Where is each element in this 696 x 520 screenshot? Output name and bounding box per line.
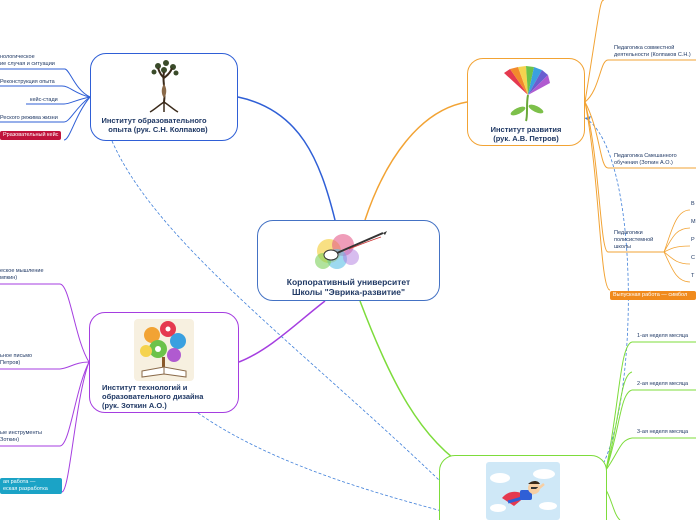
tl-leaf-4[interactable]: кейс-стади [30, 97, 58, 103]
bl-leaf-3b[interactable]: Зоткин) [0, 437, 20, 443]
bl-tag-line2: еская разработка [3, 486, 48, 493]
bl-tag-graduation[interactable]: ая работа — еская разработка [0, 478, 62, 495]
institute-technology-node[interactable]: Институт технологий и образовательного д… [89, 312, 239, 413]
central-topic[interactable]: Корпоративный университет Школы "Эврика-… [257, 220, 440, 301]
br-leaf-week3[interactable]: 3-ая неделя месяца [637, 429, 689, 435]
gears-tree-book-icon [134, 319, 194, 381]
institute-development-node[interactable]: Институт развития (рук. А.В. Петров) [467, 58, 585, 146]
pen-splash-logo-icon [309, 227, 389, 273]
tr-sub-leaf-4[interactable]: С [691, 255, 695, 261]
tr-leaf-2b[interactable]: обучения (Зоткин А.О.) [614, 160, 673, 166]
bl-leaf-2a[interactable]: ьное письмо [0, 353, 33, 359]
tl-title-line2: опыта (рук. С.Н. Колпаков) [108, 125, 208, 134]
tr-sub-leaf-2[interactable]: М [691, 219, 696, 225]
tr-leaf-1a[interactable]: Педагогика совместной [614, 45, 675, 51]
tr-leaf-3a[interactable]: Педагогики [614, 230, 643, 236]
institute-experience-node[interactable]: Институт образовательного опыта (рук. С.… [90, 53, 238, 141]
tr-leaf-3c[interactable]: школы [614, 244, 631, 250]
tree-figure-icon [144, 58, 184, 114]
tl-tag-case[interactable]: Рразовательный кейс [0, 131, 62, 141]
tr-sub-leaf-1[interactable]: В [691, 201, 695, 207]
bl-title-line1: Институт технологий и [102, 383, 188, 392]
bl-leaf-3a[interactable]: ые инструменты [0, 430, 42, 436]
tr-title-line2: (рук. А.В. Петров) [493, 134, 559, 143]
tl-leaf-3[interactable]: Реконструкция опыта [0, 79, 55, 85]
tr-leaf-1b[interactable]: деятельности (Колпаков С.Н.) [614, 52, 691, 58]
bl-tag-line1: ая работа — [3, 479, 36, 485]
superhero-node[interactable] [439, 455, 607, 520]
bl-title-line2: образовательного дизайна [102, 392, 204, 401]
bl-leaf-1a[interactable]: еское мышление [0, 268, 44, 274]
tr-tag-graduation[interactable]: Выпускная работа — симбол [610, 291, 696, 301]
tr-leaf-2a[interactable]: Педагогика Смешанного [614, 153, 677, 159]
bl-leaf-1b[interactable]: мпкин) [0, 275, 18, 281]
superhero-flying-icon [486, 462, 560, 520]
br-leaf-week2[interactable]: 2-ая неделя месяца [637, 381, 689, 387]
bl-leaf-2b[interactable]: Петров) [0, 360, 21, 366]
tl-leaf-5[interactable]: Реского режима жизни [0, 115, 58, 121]
tl-title-line1: Институт образовательного [101, 116, 207, 125]
tl-leaf-2[interactable]: ие случая и ситуации [0, 61, 55, 67]
tl-leaf-1[interactable]: нологическое [0, 54, 35, 60]
central-title-line2: Школы "Эврика-развитие" [291, 287, 406, 298]
tr-sub-leaf-3[interactable]: Р [691, 237, 695, 243]
tr-title-line1: Институт развития [490, 125, 562, 134]
rainbow-book-icon [498, 65, 554, 123]
bl-title-line3: (рук. Зоткин А.О.) [102, 401, 167, 410]
br-leaf-week1[interactable]: 1-ая неделя месяца [637, 333, 689, 339]
tr-leaf-3b[interactable]: полисистемной [614, 237, 654, 243]
central-title-line1: Корпоративный университет [286, 277, 411, 287]
tr-sub-leaf-5[interactable]: Т [691, 273, 695, 279]
